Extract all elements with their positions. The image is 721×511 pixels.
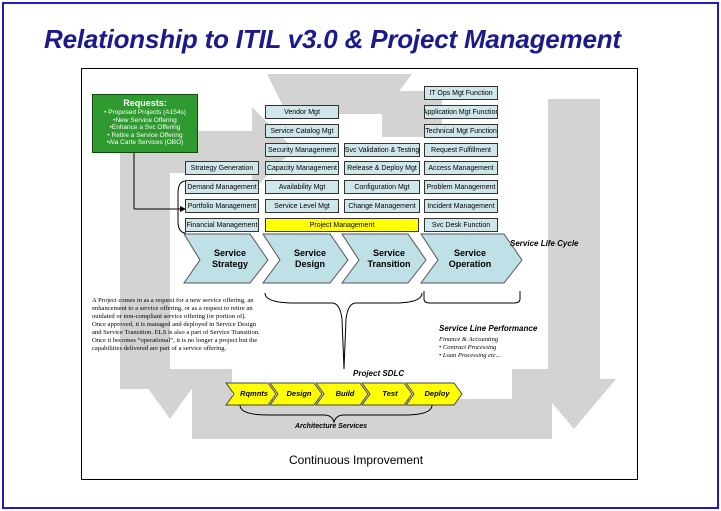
box-portfolio-management: Portfolio Management xyxy=(185,199,259,213)
operation-bracket xyxy=(423,291,521,304)
itil-diagram: Requests: • Proposed Projects (A154s) •N… xyxy=(81,68,638,480)
box-it-ops-mgt-function: IT Ops Mgt Function xyxy=(424,86,498,100)
request-connector-arrowhead xyxy=(180,206,186,212)
sdlc-step-test: Test xyxy=(382,389,398,398)
architecture-services-label: Architecture Services xyxy=(295,423,367,430)
slp-item: • Contract Processing xyxy=(439,344,497,351)
box-change-management: Change Management xyxy=(344,199,420,213)
stage-label-transition: Service Transition xyxy=(357,248,421,270)
lifecycle-chevrons xyxy=(183,233,523,284)
description-paragraph-1: A Project comes in as a request for a ne… xyxy=(92,297,254,320)
sdlc-step-deploy: Deploy xyxy=(424,389,450,398)
stage-design-line2: Design xyxy=(294,259,325,269)
request-item: • Retire a Service Offering xyxy=(107,131,183,139)
stage-operation-line1: Service xyxy=(453,248,487,258)
box-security-management: Security Management xyxy=(265,143,339,157)
service-line-performance-list: Finance & Accounting • Contract Processi… xyxy=(439,336,501,360)
slp-item: Finance & Accounting xyxy=(439,336,499,343)
service-life-cycle-label: Service Life Cycle xyxy=(510,239,579,248)
box-availability-mgt: Availability Mgt xyxy=(265,180,339,194)
chevron-service-transition xyxy=(341,233,427,284)
box-capacity-management: Capacity Management xyxy=(265,161,339,175)
slp-item: • Loan Processing etc... xyxy=(439,352,501,359)
box-project-management: Project Management xyxy=(265,218,419,232)
request-item: •Ala Carte Services (OBO) xyxy=(106,139,184,147)
project-description: A Project comes in as a request for a ne… xyxy=(92,297,262,353)
left-cycle-band xyxy=(120,131,170,389)
right-down-arrow xyxy=(532,379,616,429)
box-svc-validation-testing: Svc Validation & Testing xyxy=(344,143,420,157)
sdlc-chevrons xyxy=(225,382,463,406)
box-demand-management: Demand Management xyxy=(185,180,259,194)
box-service-level-mgt: Service Level Mgt xyxy=(265,199,339,213)
sdlc-chevron-design xyxy=(269,382,323,406)
sdlc-step-rqmnts: Rqmnts xyxy=(240,389,268,398)
stage-strategy-line1: Service xyxy=(213,248,247,258)
request-connector xyxy=(133,153,180,210)
design-transition-brace xyxy=(264,292,423,370)
stage-design-line1: Service xyxy=(293,248,327,258)
stage-label-strategy: Service Strategy xyxy=(198,248,262,270)
box-vendor-mgt: Vendor Mgt xyxy=(265,105,339,119)
description-paragraph-2: Once approved, it is managed and deploye… xyxy=(92,321,260,352)
sdlc-chevron-rqmnts xyxy=(225,382,277,406)
box-strategy-generation: Strategy Generation xyxy=(185,161,259,175)
chevron-service-operation xyxy=(420,233,523,284)
box-incident-management: Incident Management xyxy=(424,199,498,213)
continuous-improvement-label: Continuous Improvement xyxy=(289,453,424,467)
box-problem-management: Problem Management xyxy=(424,180,498,194)
top-arrowhead xyxy=(267,74,412,114)
stage-operation-line2: Operation xyxy=(448,259,492,269)
stage-label-operation: Service Operation xyxy=(438,248,502,270)
sdlc-chevron-test xyxy=(361,382,413,406)
sdlc-step-design: Design xyxy=(286,389,312,398)
project-sdlc-label: Project SDLC xyxy=(353,369,405,378)
box-financial-management: Financial Management xyxy=(185,218,259,232)
sdlc-step-build: Build xyxy=(335,389,355,398)
box-technical-mgt-function: Technical Mgt Function xyxy=(424,124,498,138)
chevron-service-design xyxy=(262,233,349,284)
requests-box: Requests: • Proposed Projects (A154s) •N… xyxy=(92,94,198,153)
bottom-left-arrow xyxy=(134,369,206,419)
request-item: • Proposed Projects (A154s) xyxy=(104,109,186,116)
request-item: •Enhance a Svc Offering xyxy=(109,124,181,132)
box-request-fulfillment: Request Fulfillment xyxy=(424,143,498,157)
sdlc-chevron-deploy xyxy=(405,382,463,406)
service-line-performance-title: Service Line Performance xyxy=(439,324,538,333)
box-svc-desk-function: Svc Desk Function xyxy=(424,218,498,232)
stage-label-design: Service Design xyxy=(278,248,342,270)
sdlc-chevron-build xyxy=(315,382,369,406)
box-service-catalog-mgt: Service Catalog Mgt xyxy=(265,124,339,138)
requests-title: Requests: xyxy=(123,98,167,108)
right-cycle-band xyxy=(548,99,600,379)
stage-transition-line2: Transition xyxy=(367,259,411,269)
process-bracket xyxy=(177,180,187,234)
box-application-mgt-function: Application Mgt Function xyxy=(424,105,498,119)
stage-strategy-line2: Strategy xyxy=(211,259,248,269)
box-configuration-mgt: Configuration Mgt xyxy=(344,180,420,194)
box-access-management: Access Management xyxy=(424,161,498,175)
slide-title: Relationship to ITIL v3.0 & Project Mana… xyxy=(44,24,621,54)
chevron-service-strategy xyxy=(183,233,269,284)
stage-transition-line1: Service xyxy=(372,248,406,258)
box-release-deploy-mgt: Release & Deploy Mgt xyxy=(344,161,420,175)
sdlc-brace xyxy=(239,404,433,424)
request-item: •New Service Offering xyxy=(113,116,177,124)
